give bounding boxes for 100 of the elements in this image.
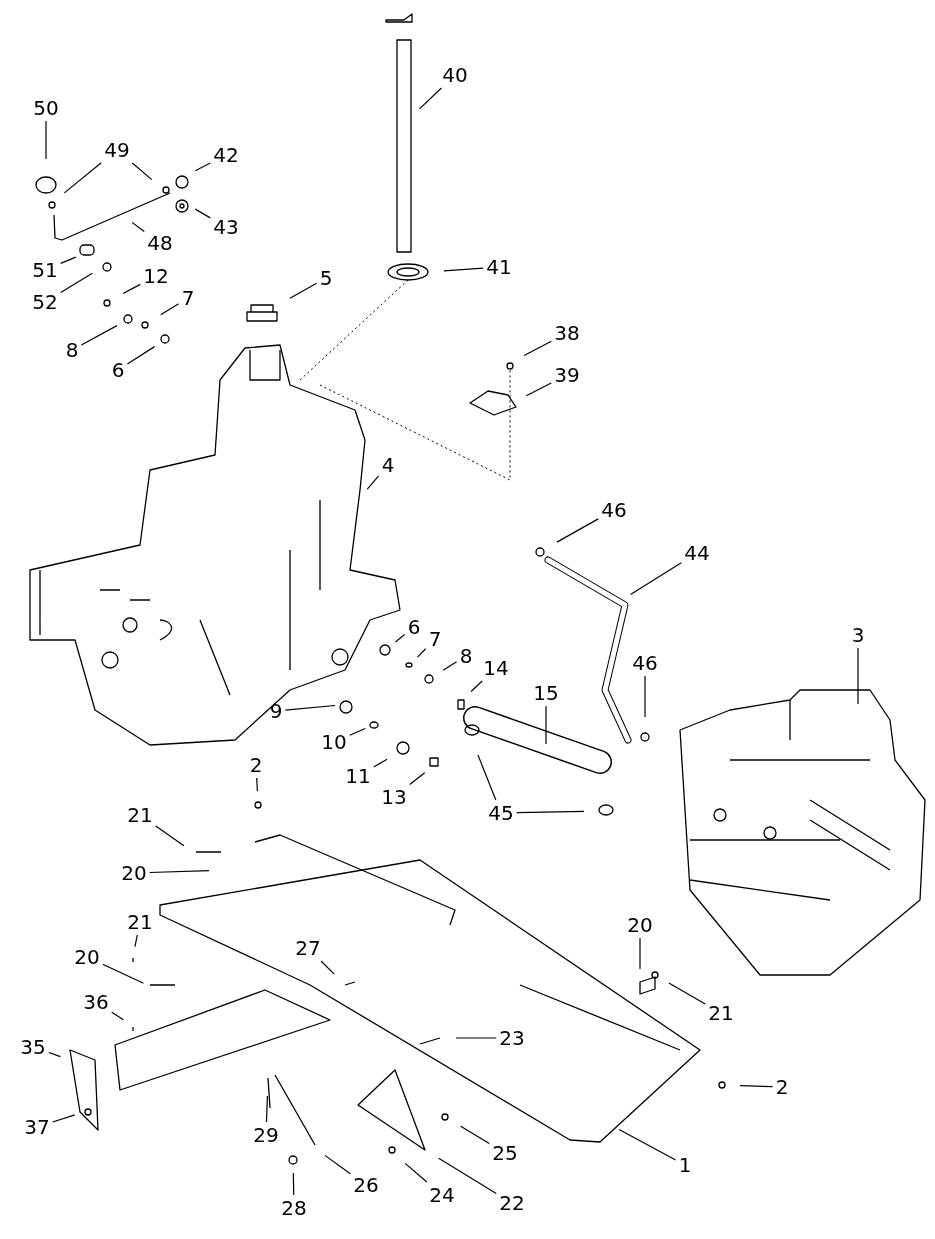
leader-line [418,87,443,110]
callout-number: 28 [281,1198,307,1218]
callout-number: 42 [213,145,239,165]
callout-number: 12 [143,266,169,286]
callout-number: 21 [127,912,153,932]
leader-line [194,208,211,219]
callout-number: 23 [499,1028,525,1048]
callout-number: 6 [111,360,125,380]
leader-line [455,1037,497,1039]
leader-line [131,162,153,181]
callout-number: 27 [295,938,321,958]
callout-number: 6 [407,617,421,637]
callout-number: 11 [345,766,371,786]
callout-number: 49 [104,140,130,160]
callout-number: 43 [213,217,239,237]
leader-line [443,267,484,272]
callout-number: 25 [492,1143,518,1163]
leader-line [45,120,47,160]
callout-number: 52 [32,292,58,312]
callout-number: 45 [488,803,514,823]
leader-line [102,963,145,984]
callout-number: 8 [65,340,79,360]
callout-number: 10 [321,732,347,752]
leader-line [460,1125,490,1145]
leader-line [122,283,141,295]
leader-line [194,162,211,172]
callout-number: 48 [147,233,173,253]
callout-number: 21 [708,1003,734,1023]
leader-line [134,934,138,948]
callout-number: 8 [459,646,473,666]
leader-line [394,633,406,643]
callout-number: 20 [121,863,147,883]
leader-line [525,382,552,397]
leader-line [52,1114,76,1123]
leader-line [629,562,682,596]
callout-number: 39 [554,365,580,385]
leader-line [404,1162,428,1183]
leader-line [523,340,552,357]
callout-number: 46 [632,653,658,673]
leader-line [48,1051,62,1058]
leader-line [739,1084,774,1088]
leader-line [516,810,585,814]
callout-number: 13 [381,787,407,807]
callout-number: 50 [33,98,59,118]
callout-number: 24 [429,1185,455,1205]
leader-line [373,758,388,768]
leader-line [131,221,145,232]
leader-line [349,727,366,736]
callout-number: 38 [554,323,580,343]
leader-line [644,675,646,718]
leader-line [639,937,641,970]
leader-line [668,982,706,1005]
leader-line [126,346,156,365]
leader-line [416,648,427,658]
callout-number: 5 [319,268,333,288]
callout-number: 29 [253,1125,279,1145]
callout-number: 21 [127,805,153,825]
callout-number: 15 [533,683,559,703]
callout-number: 2 [249,755,263,775]
leader-line [477,754,497,801]
leader-line [265,1095,269,1123]
leader-line [470,680,483,693]
callout-number: 35 [20,1037,46,1057]
callout-number: 51 [32,260,58,280]
leader-line [289,282,318,299]
callout-number: 46 [601,500,627,520]
leader-line [556,518,599,543]
leader-line [149,869,210,874]
callout-number: 37 [24,1117,50,1137]
leader-line [409,772,426,786]
leader-line [857,647,859,705]
callout-number: 22 [499,1193,525,1213]
leader-line [80,325,118,346]
leader-line [60,272,93,294]
leader-line [545,705,547,745]
callout-number: 20 [627,915,653,935]
leader-line [63,162,102,194]
callout-number: 7 [181,288,195,308]
leader-line [442,661,458,671]
leader-line [155,825,185,847]
callout-number: 40 [442,65,468,85]
callout-number: 26 [353,1175,379,1195]
leader-line [256,777,259,792]
leader-line [160,303,180,316]
callout-number: 4 [381,455,395,475]
callout-number: 36 [83,992,109,1012]
callout-number: 1 [678,1155,692,1175]
callout-number: 44 [684,543,710,563]
callout-number: 9 [269,701,283,721]
leader-line [324,1154,351,1175]
callout-number: 14 [483,658,509,678]
leader-line [438,1157,497,1194]
leader-line [60,256,77,265]
leader-line [284,704,336,711]
callout-number: 20 [74,947,100,967]
callout-number: 3 [851,625,865,645]
leader-line [366,475,380,490]
callout-number: 7 [428,629,442,649]
leader-line [618,1129,677,1161]
leader-line [111,1011,125,1021]
